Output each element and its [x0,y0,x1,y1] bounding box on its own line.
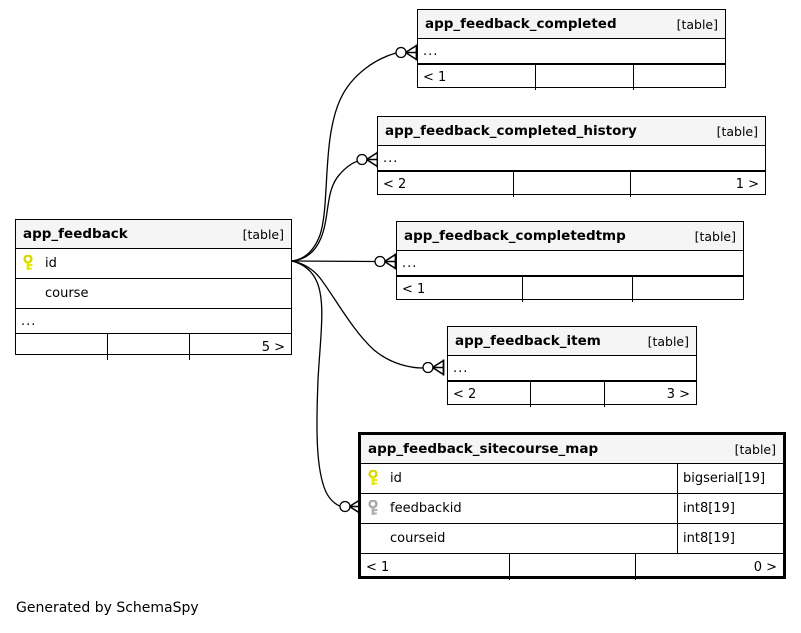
table-type-tag: [table] [676,16,718,32]
footer-child-count: 5 > [189,334,291,360]
table-footer: < 1 0 > [361,554,783,580]
edge-app-feedback-to-app-feedback-item [291,260,445,377]
column-label: course [45,286,89,301]
table-type-tag: [table] [716,123,758,139]
column-type: bigserial[19] [677,464,783,493]
table-title: app_feedback [23,226,128,242]
table-row-ellipsis: ... [378,146,765,171]
table-row-ellipsis: ... [418,39,725,64]
table-app-feedback-sitecourse-map[interactable]: app_feedback_sitecourse_map [table] id b… [358,432,786,580]
footer-middle-cell [529,382,604,407]
footer-middle-cell [106,334,190,360]
footer-middle-cell [513,172,629,197]
footer-parent-count: < 1 [423,70,447,85]
footer-child-count: 3 > [604,382,696,407]
generated-by-caption: Generated by SchemaSpy [16,600,199,616]
table-header: app_feedback_item [table] [448,327,696,356]
primary-key-icon [368,470,383,487]
foreign-key-icon [368,500,383,517]
column-name-cell: feedbackid [361,500,677,517]
footer-parent-count: < 2 [453,387,477,402]
table-row-feedbackid[interactable]: feedbackid int8[19] [361,494,783,524]
table-type-tag: [table] [734,441,776,457]
edge-app-feedback-to-app-feedback-completedtmp [291,252,397,271]
table-app-feedback-completedtmp[interactable]: app_feedback_completedtmp [table] ... < … [396,221,744,302]
column-type: int8[19] [677,494,783,523]
table-row-ellipsis: ... [16,309,291,334]
table-title: app_feedback_completedtmp [404,228,626,244]
footer-middle-cell [534,65,633,90]
edge-app-feedback-to-app-feedback-sitecourse-map [291,260,362,516]
table-row-ellipsis: ... [397,251,743,276]
table-title: app_feedback_completed_history [385,123,637,139]
footer-parent-count: < 2 [383,177,407,192]
table-app-feedback-completed[interactable]: app_feedback_completed [table] ... < 1 [417,9,726,90]
column-label: id [390,471,402,486]
table-row-courseid[interactable]: courseid int8[19] [361,524,783,554]
more-columns-ellipsis: ... [21,313,37,329]
column-label: feedbackid [390,501,462,516]
column-name-cell: id [16,255,291,272]
column-type: int8[19] [677,524,783,553]
table-header: app_feedback_completed_history [table] [378,117,765,146]
footer-middle-cell [521,277,633,302]
table-row-course[interactable]: course [16,279,291,309]
table-app-feedback-item[interactable]: app_feedback_item [table] ... < 2 3 > [447,326,697,407]
footer-child-count: 0 > [635,554,783,580]
table-title: app_feedback_item [455,333,601,349]
column-name-cell: course [16,286,291,301]
table-header: app_feedback_completedtmp [table] [397,222,743,251]
footer-parent-count: < 1 [366,559,390,575]
table-type-tag: [table] [242,226,284,242]
more-columns-ellipsis: ... [453,360,469,376]
table-header: app_feedback_sitecourse_map [table] [361,435,783,464]
footer-child-count [632,65,725,90]
table-type-tag: [table] [647,333,689,349]
table-row-id[interactable]: id bigserial[19] [361,464,783,494]
column-name-cell: courseid [361,531,677,546]
more-columns-ellipsis: ... [423,43,439,59]
table-type-tag: [table] [694,228,736,244]
primary-key-icon [23,255,38,272]
table-footer: 5 > [16,334,291,360]
table-footer: < 2 1 > [378,171,765,197]
more-columns-ellipsis: ... [383,150,399,166]
table-title: app_feedback_sitecourse_map [368,441,599,457]
table-row-ellipsis: ... [448,356,696,381]
table-footer: < 2 3 > [448,381,696,407]
column-label: id [45,256,57,271]
footer-middle-cell [508,554,636,580]
table-app-feedback[interactable]: app_feedback [table] id course [15,219,292,360]
more-columns-ellipsis: ... [402,255,418,271]
edge-app-feedback-to-app-feedback-completed-history [291,150,379,262]
footer-parent-count [16,334,107,360]
column-label: courseid [390,531,446,546]
table-footer: < 1 [418,64,725,90]
column-name-cell: id [361,470,677,487]
table-title: app_feedback_completed [425,16,617,32]
table-header: app_feedback [table] [16,220,291,249]
footer-child-count [632,277,743,302]
footer-parent-count: < 1 [402,282,426,297]
edge-app-feedback-to-app-feedback-completed [291,43,418,262]
table-footer: < 1 [397,276,743,302]
table-header: app_feedback_completed [table] [418,10,725,39]
table-row-id[interactable]: id [16,249,291,279]
table-app-feedback-completed-history[interactable]: app_feedback_completed_history [table] .… [377,116,766,197]
footer-child-count: 1 > [629,172,765,197]
